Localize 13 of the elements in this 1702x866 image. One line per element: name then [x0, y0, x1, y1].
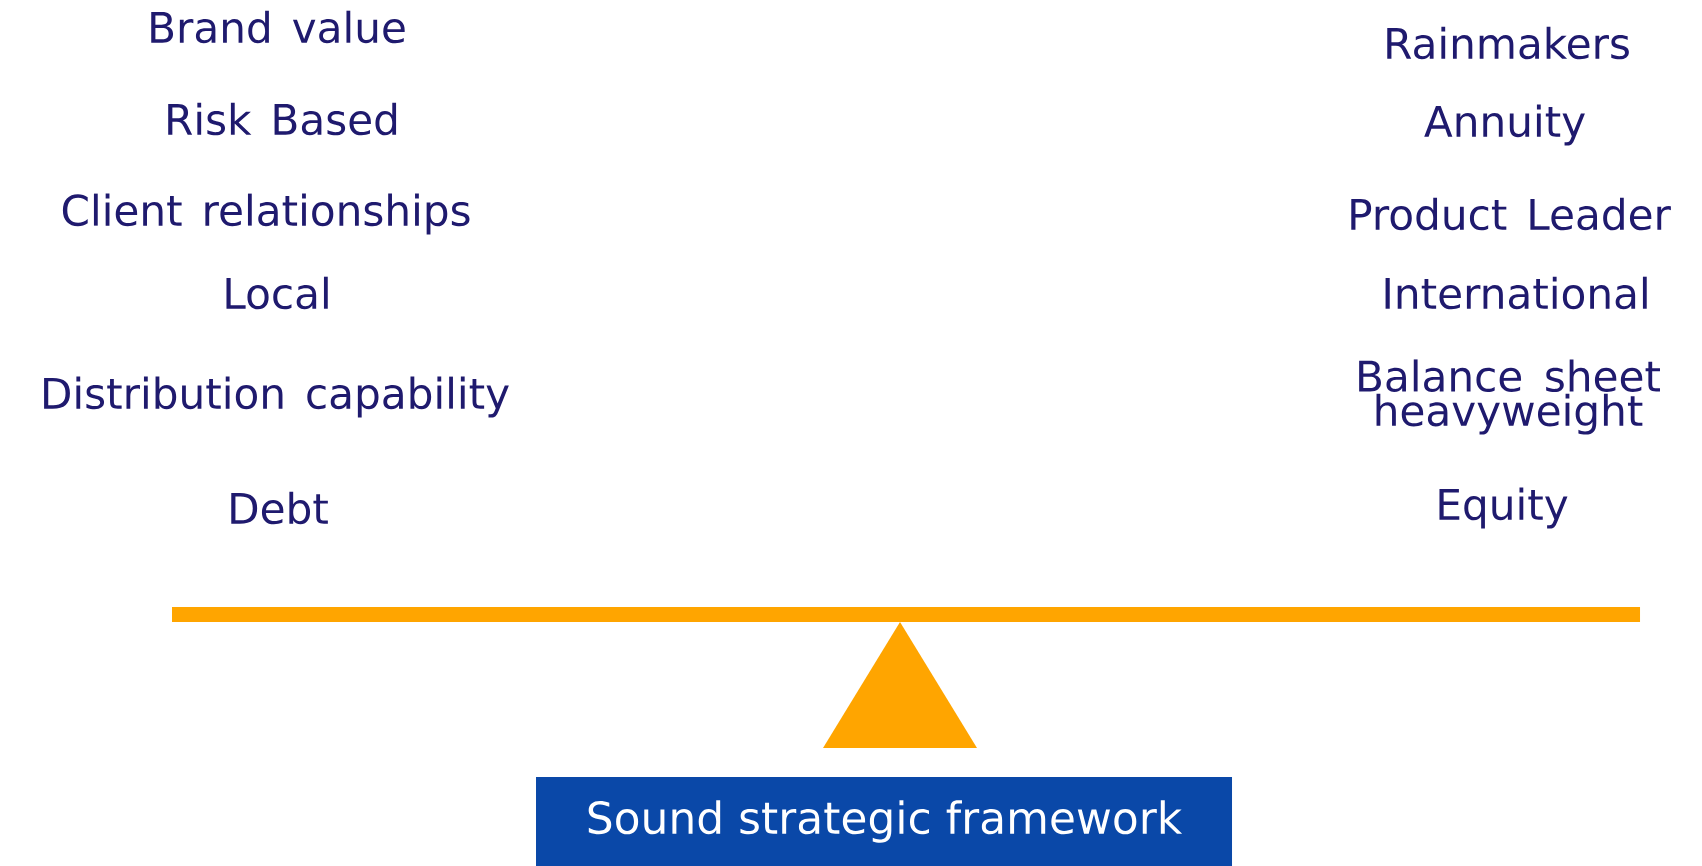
factor-label: Local — [226, 276, 328, 310]
factor-label: Distribution capability — [44, 376, 509, 418]
factor-label: Risk Based — [168, 102, 397, 136]
factor-label: Client relationships — [62, 193, 470, 235]
factor-label: Brand value — [151, 10, 405, 44]
factor-label: Rainmakers — [1387, 26, 1629, 60]
factor-label: Annuity — [1424, 104, 1585, 146]
framework-box: Sound strategic framework — [536, 777, 1232, 866]
factor-label: Balance sheet heavyweight — [1359, 359, 1660, 435]
factor-label: International — [1385, 276, 1647, 310]
factor-label: Equity — [1439, 487, 1568, 529]
factor-label: Debt — [231, 491, 328, 525]
factor-label: Product Leader — [1351, 197, 1671, 231]
